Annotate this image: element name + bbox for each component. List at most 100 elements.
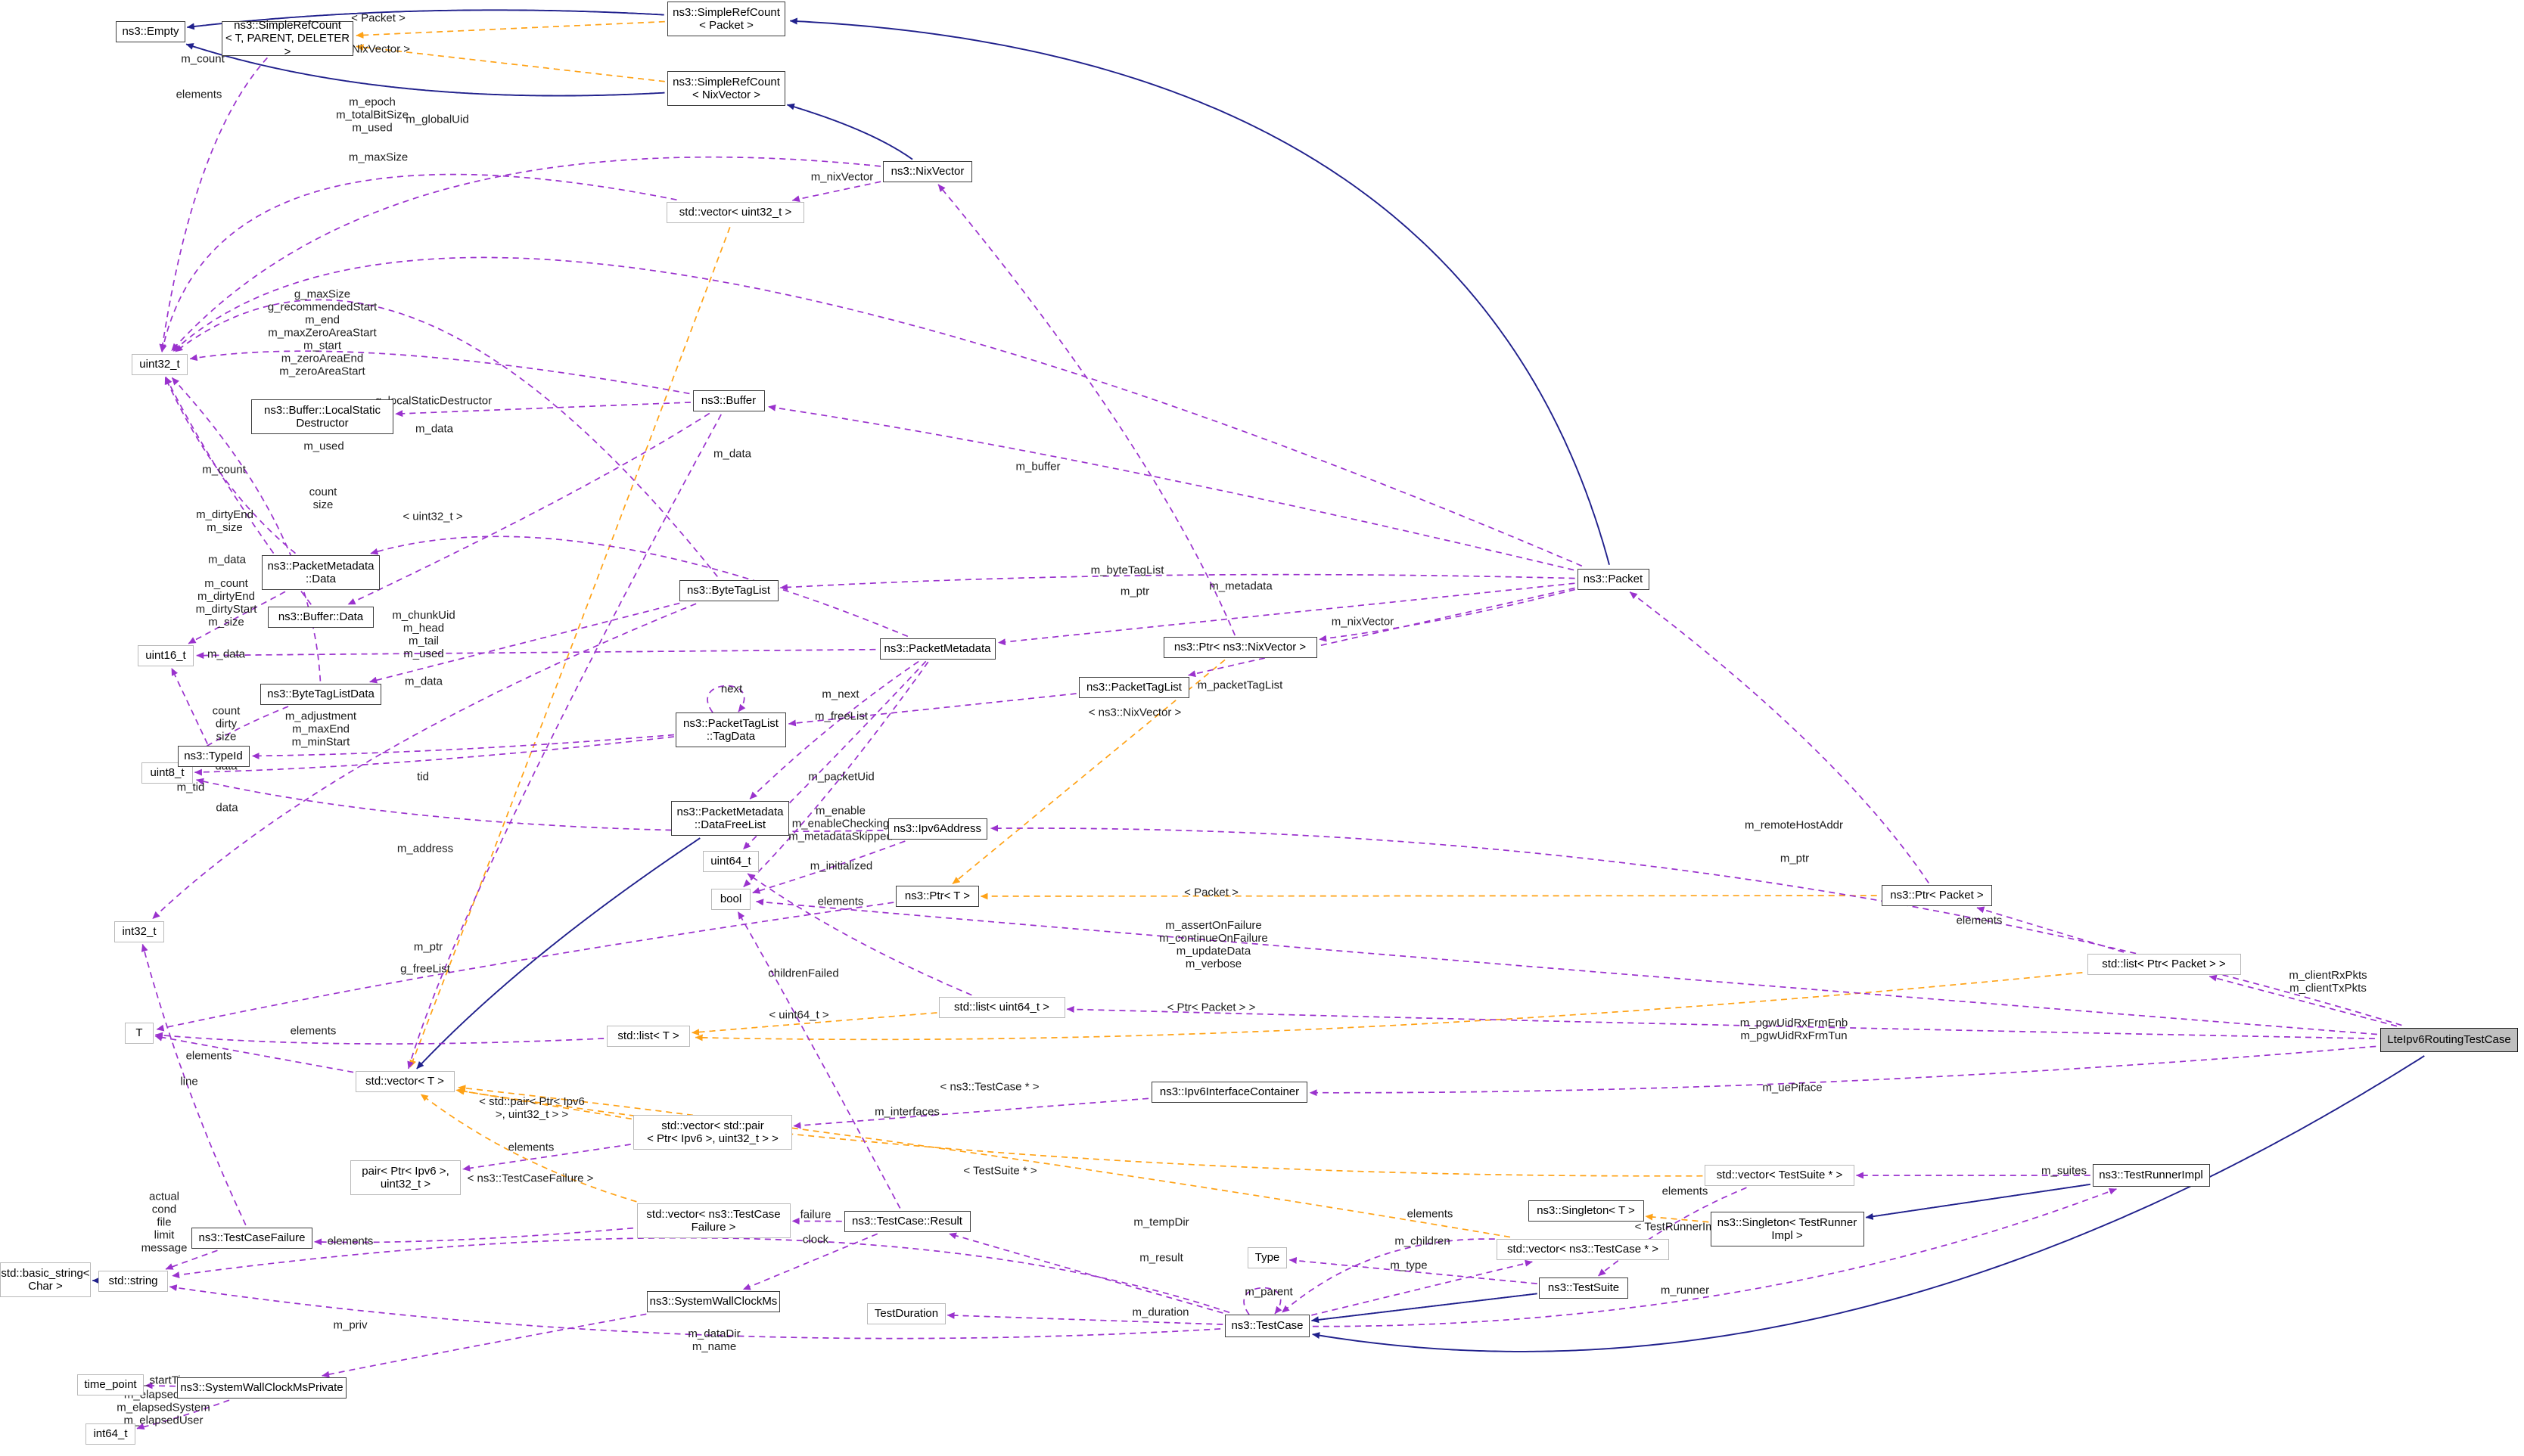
node-bool[interactable]: bool — [711, 889, 751, 910]
node-int32[interactable]: int32_t — [114, 921, 164, 942]
edge-packet-metadata-to-data-free-list — [749, 660, 919, 800]
node-int64[interactable]: int64_t — [85, 1423, 135, 1445]
edge-test-suite-to-test-case — [1311, 1293, 1537, 1324]
node-buf-local[interactable]: ns3::Buffer::LocalStatic Destructor — [251, 399, 393, 434]
node-uint32[interactable]: uint32_t — [132, 354, 188, 375]
node-btl-data[interactable]: ns3::ByteTagListData — [260, 684, 381, 705]
edge-ptr-packet-to-packet — [1629, 591, 1929, 883]
node-type[interactable]: Type — [1248, 1247, 1287, 1268]
node-vec-pair[interactable]: std::vector< std::pair < Ptr< Ipv6 >, ui… — [633, 1115, 792, 1150]
edge-lte-test-to-test-case — [1312, 1055, 2425, 1352]
node-tag-data[interactable]: ns3::PacketTagList ::TagData — [676, 712, 786, 747]
node-tc-failure[interactable]: ns3::TestCaseFailure — [191, 1228, 312, 1249]
edge-tc-failure-to-int32 — [141, 944, 247, 1226]
node-ns3-empty[interactable]: ns3::Empty — [116, 21, 185, 42]
edge-nix-vector-to-vec-u32 — [791, 181, 881, 203]
node-ptr-nix[interactable]: ns3::Ptr< ns3::NixVector > — [1163, 637, 1317, 658]
edge-packet-to-packet-tag-list — [1188, 587, 1575, 678]
edge-lte-test-to-bool — [756, 899, 2377, 1035]
edge-type-id-to-uint16 — [171, 667, 208, 744]
node-test-duration[interactable]: TestDuration — [867, 1303, 946, 1324]
edge-list-t-to-t-box — [155, 1032, 605, 1045]
node-vec-tcf[interactable]: std::vector< ns3::TestCase Failure > — [636, 1203, 791, 1238]
node-basic-string[interactable]: std::basic_string< Char > — [0, 1262, 91, 1297]
node-t-box[interactable]: T — [125, 1023, 154, 1044]
node-packet[interactable]: ns3::Packet — [1577, 569, 1649, 590]
node-ipv6-address[interactable]: ns3::Ipv6Address — [887, 818, 987, 840]
edge-src-packet-to-sr-generic — [356, 20, 665, 39]
node-vec-t[interactable]: std::vector< T > — [355, 1071, 455, 1092]
edge-packet-metadata-to-uint64 — [742, 660, 927, 850]
node-std-string[interactable]: std::string — [98, 1271, 168, 1292]
edge-test-case-to-test-case — [1243, 1287, 1282, 1315]
node-tc-result[interactable]: ns3::TestCase::Result — [844, 1211, 971, 1232]
edge-byte-tag-list-to-btl-data — [369, 602, 680, 684]
node-list-u64[interactable]: std::list< uint64_t > — [938, 997, 1065, 1018]
node-src-nix[interactable]: ns3::SimpleRefCount < NixVector > — [667, 71, 785, 106]
edge-packet-metadata-to-pm-data — [370, 536, 909, 638]
node-packet-tag-list[interactable]: ns3::PacketTagList — [1079, 677, 1189, 698]
node-type-id[interactable]: ns3::TypeId — [177, 746, 250, 767]
node-vec-u32[interactable]: std::vector< uint32_t > — [667, 202, 804, 223]
edge-test-case-to-test-duration — [946, 1312, 1223, 1325]
node-test-runner-impl[interactable]: ns3::TestRunnerImpl — [2092, 1164, 2210, 1187]
node-buffer[interactable]: ns3::Buffer — [692, 390, 765, 411]
edge-list-ptr-packet-to-ptr-packet — [1976, 906, 2125, 953]
edge-sr-generic-to-uint32 — [159, 57, 268, 352]
node-buf-data[interactable]: ns3::Buffer::Data — [268, 607, 374, 628]
edge-packet-metadata-to-uint16 — [196, 648, 876, 660]
node-singleton-tri[interactable]: ns3::Singleton< TestRunner Impl > — [1710, 1212, 1864, 1246]
node-ptr-t[interactable]: ns3::Ptr< T > — [896, 886, 979, 907]
node-pair-ipv6[interactable]: pair< Ptr< Ipv6 >, uint32_t > — [350, 1160, 461, 1195]
edge-list-u64-to-uint64 — [747, 873, 972, 996]
node-uint16[interactable]: uint16_t — [138, 645, 194, 666]
node-pm-data[interactable]: ns3::PacketMetadata ::Data — [262, 555, 380, 590]
edge-packet-tag-list-to-tag-data — [788, 693, 1077, 727]
edge-packet-to-byte-tag-list — [779, 573, 1575, 591]
edge-buffer-to-buf-local — [395, 402, 691, 418]
edge-vec-u32-to-vec-t — [409, 226, 731, 1068]
edge-packet-to-buffer — [768, 404, 1574, 571]
edge-data-free-list-to-vec-t — [416, 837, 701, 1069]
edge-sys-wall-clock-to-swcm-private — [322, 1313, 647, 1378]
node-ipv6-iface[interactable]: ns3::Ipv6InterfaceContainer — [1152, 1082, 1307, 1103]
node-singleton-t[interactable]: ns3::Singleton< T > — [1528, 1200, 1644, 1222]
edge-pm-data-to-uint16 — [188, 591, 286, 644]
node-swcm-private[interactable]: ns3::SystemWallClockMsPrivate — [177, 1377, 347, 1399]
node-test-case[interactable]: ns3::TestCase — [1225, 1315, 1310, 1337]
edge-lte-test-to-list-ptr-packet — [2208, 974, 2398, 1027]
edge-packet-to-packet-metadata — [997, 582, 1575, 646]
edge-vec-pair-to-pair-ipv6 — [462, 1144, 631, 1172]
edge-lte-test-to-ipv6-address — [990, 824, 2402, 1026]
node-byte-tag-list[interactable]: ns3::ByteTagList — [679, 580, 779, 601]
edge-test-runner-impl-to-singleton-tri — [1865, 1183, 2090, 1220]
edge-packet-to-uint32 — [173, 256, 1583, 567]
edge-buffer-to-vec-t — [407, 414, 722, 1069]
edge-vec-u32-to-uint32 — [160, 173, 677, 352]
node-uint64[interactable]: uint64_t — [703, 851, 759, 872]
node-src-packet[interactable]: ns3::SimpleRefCount < Packet > — [667, 2, 785, 36]
node-sys-wall-clock[interactable]: ns3::SystemWallClockMs — [647, 1291, 780, 1312]
edge-tag-data-to-tag-data — [707, 685, 746, 713]
node-data-free-list[interactable]: ns3::PacketMetadata ::DataFreeList — [671, 801, 789, 836]
node-list-t[interactable]: std::list< T > — [607, 1026, 690, 1047]
edge-nix-vector-to-uint32 — [171, 156, 881, 352]
edge-src-nix-to-ns3-empty — [185, 43, 665, 97]
node-list-ptr-packet[interactable]: std::list< Ptr< Packet > > — [2087, 954, 2241, 975]
edge-ipv6-iface-to-vec-pair — [793, 1097, 1149, 1129]
node-vec-ts-ptr[interactable]: std::vector< TestSuite * > — [1705, 1165, 1854, 1186]
node-nix-vector[interactable]: ns3::NixVector — [883, 161, 972, 182]
edge-vec-tc-ptr-to-vec-t — [458, 1085, 1511, 1238]
edge-ptr-t-to-t-box — [156, 902, 894, 1032]
node-sr-generic[interactable]: ns3::SimpleRefCount < T, PARENT, DELETER… — [222, 19, 353, 58]
node-vec-tc-ptr[interactable]: std::vector< ns3::TestCase * > — [1497, 1239, 1669, 1260]
node-packet-metadata[interactable]: ns3::PacketMetadata — [879, 638, 996, 660]
edge-btl-data-to-uint32 — [171, 377, 322, 681]
edge-ipv6-address-to-uint8 — [196, 778, 884, 833]
node-ptr-packet[interactable]: ns3::Ptr< Packet > — [1882, 885, 1992, 906]
node-time-point[interactable]: time_point — [77, 1374, 144, 1395]
edge-vec-tc-ptr-to-test-case — [1281, 1238, 1495, 1313]
edge-test-case-to-test-runner-impl — [1312, 1187, 2117, 1327]
node-test-suite[interactable]: ns3::TestSuite — [1539, 1277, 1628, 1299]
node-lte-test[interactable]: LteIpv6RoutingTestCase — [2380, 1028, 2518, 1052]
